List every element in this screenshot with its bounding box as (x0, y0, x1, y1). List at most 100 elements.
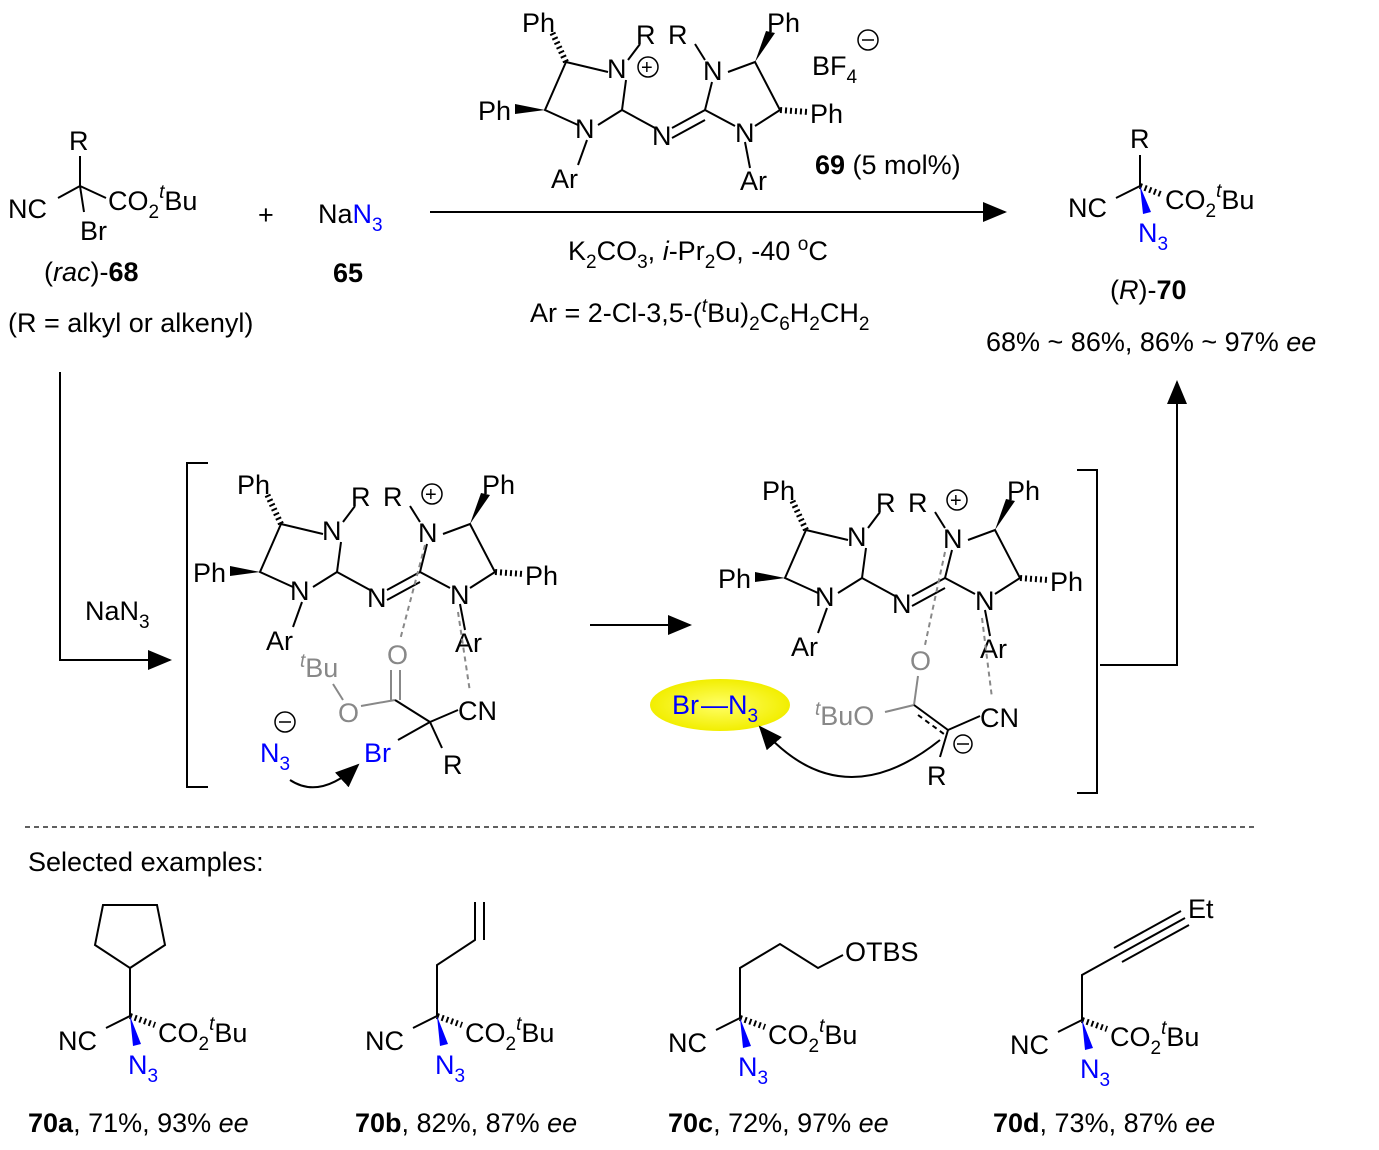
svg-text:+: + (641, 57, 653, 79)
svg-text:R: R (383, 482, 403, 512)
svg-text:CO2tBu: CO2tBu (465, 1014, 554, 1055)
svg-text:NaN3: NaN3 (318, 199, 383, 236)
svg-text:NC: NC (1068, 193, 1107, 223)
svg-text:N: N (703, 56, 723, 86)
svg-text:Ar: Ar (455, 628, 482, 658)
svg-text:R: R (668, 20, 688, 50)
svg-text:NC: NC (365, 1026, 404, 1056)
svg-text:Ph: Ph (193, 558, 226, 588)
svg-text:N3: N3 (738, 1052, 768, 1089)
intermediate-1-substrate: + tBu O O CN Br R N3 (260, 483, 497, 789)
tetrafluoroborate-anion: BF4 (812, 29, 879, 88)
negative-charge-icon (274, 711, 296, 733)
svg-text:Ph: Ph (1007, 476, 1040, 506)
svg-text:70b, 82%, 87% ee: 70b, 82%, 87% ee (355, 1108, 577, 1138)
product-70: R NC CO2tBu N3 (R)-70 68% ~ 86%, 86% ~ 9… (986, 124, 1316, 357)
catalyst-label: 69 (5 mol%) (815, 150, 961, 180)
svg-text:CO2tBu: CO2tBu (1165, 181, 1254, 222)
svg-text:N: N (367, 583, 387, 613)
svg-text:+: + (950, 490, 962, 512)
negative-charge-icon (857, 29, 879, 51)
right-bracket (1077, 469, 1098, 794)
svg-text:N: N (735, 118, 755, 148)
mechanism-entry-arrow (59, 372, 172, 670)
intermediate-2-catalyst: Ph N R Ph N Ar N R N Ph Ph N Ar (718, 476, 1083, 664)
svg-text:Ph: Ph (478, 96, 511, 126)
example-70c: NC CO2tBu N3 OTBS 70c, 72%, 97% ee (668, 937, 919, 1138)
svg-text:N: N (575, 114, 595, 144)
svg-text:R: R (876, 488, 896, 518)
svg-text:+: + (425, 484, 437, 506)
mechanism-exit-arrow (1100, 380, 1187, 666)
svg-text:Ph: Ph (237, 470, 270, 500)
svg-text:R: R (443, 750, 463, 780)
svg-text:NC: NC (58, 1026, 97, 1056)
svg-text:R: R (1130, 124, 1150, 154)
svg-text:Ar: Ar (551, 164, 578, 194)
svg-text:Ph: Ph (525, 561, 558, 591)
azide-65: NaN3 65 (318, 199, 383, 288)
svg-text:N: N (892, 589, 912, 619)
svg-text:N3: N3 (435, 1050, 465, 1087)
example-70a: NC CO2tBu N3 70a, 71%, 93% ee (28, 904, 249, 1138)
svg-text:Et: Et (1188, 894, 1214, 924)
svg-text:N: N (847, 522, 867, 552)
svg-text:NC: NC (668, 1028, 707, 1058)
svg-text:O: O (387, 640, 408, 670)
catalyst-69-structure: Ph N R Ph N Ar N R N Ph Ph N Ar (478, 8, 843, 196)
atom-nc: NC (8, 194, 47, 224)
example-70d: NC CO2tBu N3 Et 70d, 73%, 87% ee (993, 894, 1215, 1138)
svg-text:CN: CN (980, 703, 1019, 733)
svg-text:N: N (450, 580, 470, 610)
svg-text:N3: N3 (128, 1050, 158, 1087)
svg-text:O: O (910, 646, 931, 676)
ester-group: CO2tBu (108, 182, 197, 223)
intermediate-2-enolate: + O tBuO CN R Br—N3 (650, 489, 1019, 791)
svg-text:Ph: Ph (718, 564, 751, 594)
svg-text:Ph: Ph (1050, 567, 1083, 597)
positive-charge-icon (421, 483, 443, 505)
curved-arrow-icon (289, 763, 360, 789)
conditions-line-1: K2CO3, i-Pr2O, -40 oC (568, 234, 828, 273)
reactant-label: (rac)-68 (44, 257, 139, 287)
reactant-68: R NC CO2tBu Br (rac)-68 (R = alkyl or al… (8, 126, 253, 338)
mechanism-reagent: NaN3 (85, 596, 150, 633)
svg-text:N3: N3 (1080, 1054, 1110, 1091)
svg-text:N3: N3 (260, 738, 290, 775)
azide-number: 65 (333, 258, 363, 288)
svg-text:OTBS: OTBS (845, 937, 919, 967)
svg-text:N: N (815, 582, 835, 612)
svg-text:CO2tBu: CO2tBu (1110, 1018, 1199, 1059)
example-70b: NC CO2tBu N3 70b, 82%, 87% ee (355, 902, 577, 1138)
svg-text:70c, 72%, 97% ee: 70c, 72%, 97% ee (668, 1108, 889, 1138)
product-yield-ee: 68% ~ 86%, 86% ~ 97% ee (986, 327, 1316, 357)
examples-title: Selected examples: (28, 847, 264, 877)
bromine-azide-highlight (650, 679, 790, 731)
svg-text:Br: Br (364, 738, 391, 768)
svg-text:Ph: Ph (482, 470, 515, 500)
svg-text:R: R (908, 488, 928, 518)
svg-text:70d, 73%, 87% ee: 70d, 73%, 87% ee (993, 1108, 1215, 1138)
svg-text:Ph: Ph (767, 8, 800, 38)
atom-br: Br (80, 216, 107, 246)
intermediate-1-catalyst: Ph N R Ph N Ar N R N Ph Ph N Ar (193, 470, 558, 658)
svg-text:Ar: Ar (791, 632, 818, 662)
svg-text:N: N (652, 121, 672, 151)
svg-text:R: R (927, 761, 947, 791)
curved-arrow-icon (758, 725, 941, 778)
svg-text:N: N (975, 586, 995, 616)
svg-text:CO2tBu: CO2tBu (768, 1016, 857, 1057)
atom-r: R (69, 126, 89, 156)
svg-text:N: N (322, 516, 342, 546)
product-label: (R)-70 (1110, 275, 1187, 305)
svg-text:N: N (607, 54, 627, 84)
svg-text:Ar: Ar (266, 626, 293, 656)
positive-charge-icon: + (637, 56, 659, 79)
svg-text:N: N (943, 524, 963, 554)
svg-text:O: O (338, 698, 359, 728)
svg-text:BF4: BF4 (812, 51, 858, 88)
svg-text:R: R (351, 482, 371, 512)
positive-charge-icon (946, 489, 968, 511)
svg-text:N3: N3 (1138, 218, 1168, 255)
